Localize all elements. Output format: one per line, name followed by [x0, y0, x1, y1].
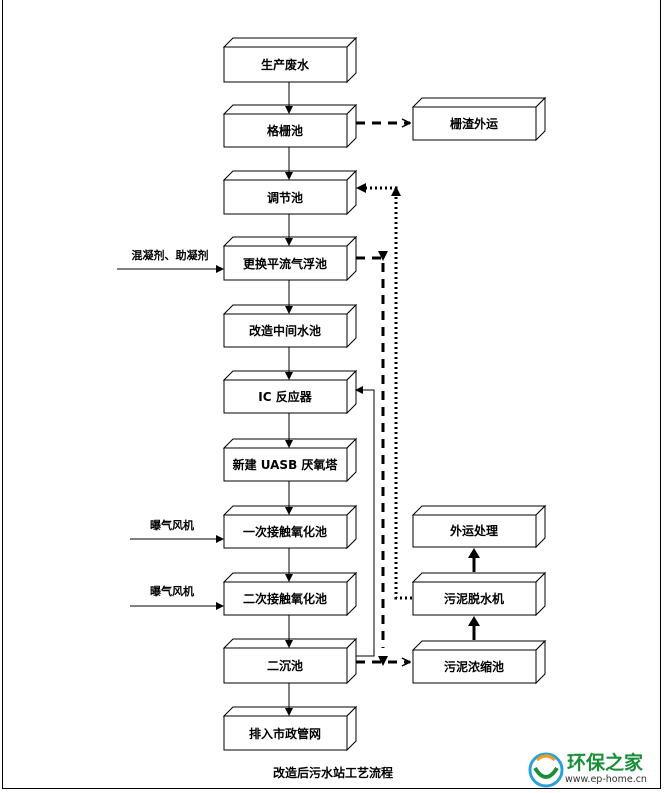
box-uasb: 新建 UASB 厌氧塔: [222, 437, 358, 483]
box-discharge: 排入市政管网: [222, 705, 358, 752]
box-oxidation2: 二次接触氧化池: [222, 571, 358, 617]
box-discharge-label: 排入市政管网: [249, 726, 321, 741]
sludge-flotation-line: [356, 256, 385, 648]
box-oxidation1-label: 一次接触氧化池: [243, 524, 327, 539]
box-ic-reactor-label: IC 反应器: [258, 389, 312, 404]
box-intermediate-label: 改造中间水池: [249, 323, 321, 338]
diagram-caption: 改造后污水站工艺流程: [272, 766, 393, 780]
flotation-sludge-arrowhead: [378, 251, 388, 261]
label-coagulant: 混凝剂、助凝剂: [132, 248, 209, 262]
site-logo: 环保之家 www.ep-home.cn: [527, 748, 663, 790]
box-dewatering-label: 污泥脱水机: [444, 591, 504, 606]
box-oxidation2-label: 二次接触氧化池: [243, 591, 327, 606]
box-thickener-label: 污泥浓缩池: [444, 659, 504, 674]
box-intermediate: 改造中间水池: [222, 303, 358, 349]
junction-arrowhead: [378, 656, 388, 666]
box-equalization: 调节池: [222, 169, 358, 216]
box-disposal: 外运处理: [411, 504, 547, 549]
box-ic-reactor: IC 反应器: [222, 369, 358, 415]
box-oxidation1: 一次接触氧化池: [222, 504, 358, 550]
recycle-sedimentation-ic: [355, 386, 375, 657]
box-screen-transport: 栅渣外运: [411, 96, 547, 142]
logo-url: www.ep-home.cn: [565, 774, 647, 785]
input-arrows: [117, 265, 224, 610]
sludge-upflow: [468, 548, 480, 640]
box-equalization-label: 调节池: [267, 190, 303, 205]
box-screen-label: 格栅池: [267, 123, 303, 138]
box-screen: 格栅池: [222, 103, 358, 149]
box-air-flotation-label: 更换平流气浮池: [243, 256, 327, 271]
filtrate-arrowhead-left: [356, 183, 366, 193]
box-air-flotation: 更换平流气浮池: [222, 235, 358, 282]
box-sedimentation-label: 二沉池: [267, 658, 303, 673]
box-disposal-label: 外运处理: [450, 523, 498, 538]
box-wastewater-label: 生产废水: [261, 57, 310, 72]
box-uasb-label: 新建 UASB 厌氧塔: [233, 457, 339, 472]
filtrate-return-line: [358, 186, 412, 600]
logo-name: 环保之家: [567, 752, 644, 774]
filtrate-arrowhead-up: [391, 186, 401, 196]
arrow-thickener-dewatering: [468, 616, 480, 626]
label-blower1: 曝气风机: [150, 518, 194, 532]
box-sedimentation: 二沉池: [222, 637, 358, 685]
arrow-dewatering-disposal: [468, 548, 480, 558]
box-screen-transport-label: 栅渣外运: [450, 116, 498, 131]
logo-emblem-icon: [528, 752, 564, 788]
box-thickener: 污泥浓缩池: [411, 639, 547, 685]
box-wastewater: 生产废水: [222, 36, 358, 84]
label-blower2: 曝气风机: [150, 584, 194, 598]
box-dewatering: 污泥脱水机: [411, 571, 547, 617]
